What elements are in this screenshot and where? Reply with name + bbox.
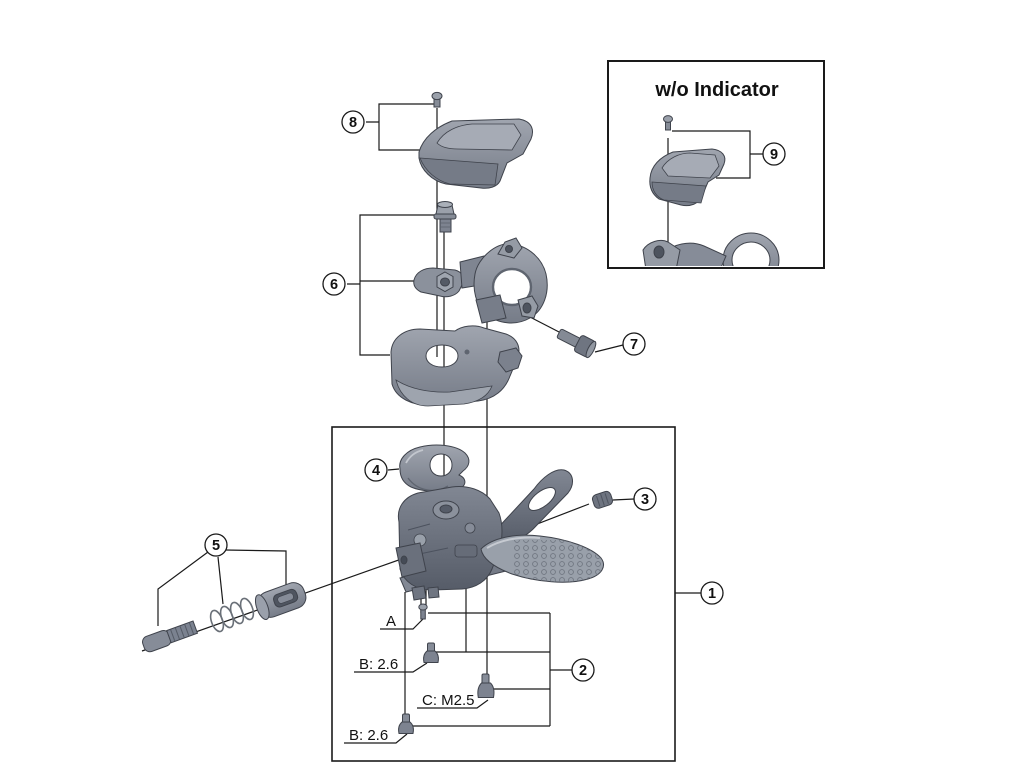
callout-1: 1 [700, 581, 724, 605]
part-indicator-cover-8 [418, 118, 533, 189]
part-screw-b-upper [423, 642, 439, 663]
main-assembly-box [331, 426, 676, 762]
svg-text:4: 4 [372, 463, 380, 479]
part-screw-a [418, 603, 428, 620]
part-mount-bolt-7 [556, 328, 597, 359]
callout-4: 4 [364, 458, 388, 482]
part-adjust-bolt-5 [142, 620, 199, 653]
inset-box [607, 60, 825, 269]
part-fixing-screw-8 [431, 91, 443, 108]
callout-6: 6 [322, 272, 346, 296]
part-clamp-strap-6 [413, 267, 465, 298]
callout-8: 8 [341, 110, 365, 134]
label-b-upper: B: 2.6 [359, 656, 398, 673]
svg-text:9: 9 [770, 147, 778, 163]
svg-text:7: 7 [630, 337, 638, 353]
label-b-lower: B: 2.6 [349, 727, 388, 744]
callout-5: 5 [204, 533, 228, 557]
part-screw-b-lower [398, 713, 414, 734]
callout-2: 2 [571, 658, 595, 682]
part-cam-plate-4 [399, 444, 470, 492]
inset-title: w/o Indicator [654, 79, 779, 101]
part-return-spring-5 [209, 597, 255, 633]
svg-text:6: 6 [330, 277, 338, 293]
part-clamp-bracket-6 [459, 237, 548, 324]
svg-text:1: 1 [708, 586, 716, 602]
part-inset-bracket [642, 232, 780, 266]
part-inset-screw-9 [663, 115, 673, 131]
label-a: A [386, 613, 396, 630]
part-clamp-bolt-6 [433, 201, 457, 233]
part-main-lever-paddle [480, 534, 604, 583]
label-c-metric: C: M2.5 [422, 692, 475, 709]
part-inset-cover-9 [649, 148, 726, 207]
callout-3: 3 [633, 487, 657, 511]
svg-text:5: 5 [212, 538, 220, 554]
part-shifter-body [395, 486, 503, 601]
part-release-lever [493, 469, 573, 545]
callout-9: 9 [762, 142, 786, 166]
svg-text:3: 3 [641, 492, 649, 508]
part-cable-adjuster-5 [254, 582, 307, 621]
svg-text:2: 2 [579, 663, 587, 679]
callout-7: 7 [622, 332, 646, 356]
part-cable-end-cap-3 [591, 490, 614, 509]
part-screw-c [477, 673, 495, 698]
part-case-cover-6 [390, 325, 523, 407]
svg-text:8: 8 [349, 115, 357, 131]
